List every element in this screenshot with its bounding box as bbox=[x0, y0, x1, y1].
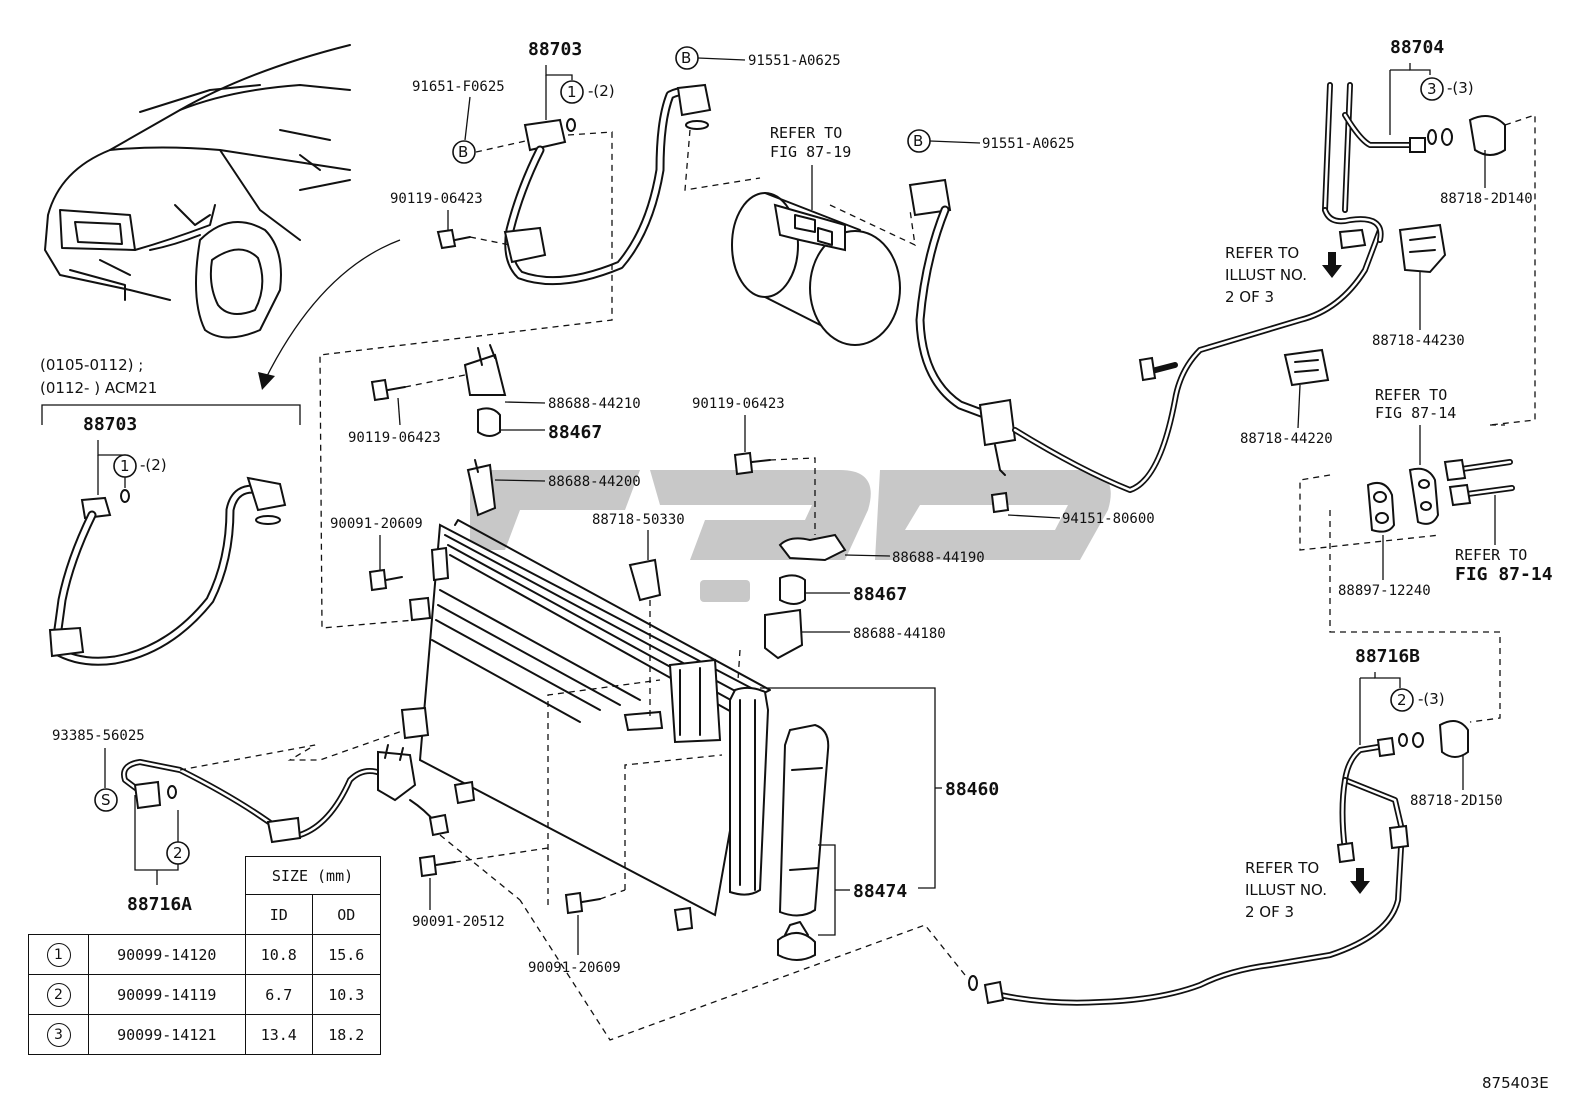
part-number: 90099-14121 bbox=[88, 1014, 246, 1055]
symbol-s bbox=[94, 788, 118, 812]
table-row: 3 90099-14121 13.4 18.2 bbox=[28, 1014, 381, 1055]
part-90119-06423-a: 90119-06423 bbox=[390, 191, 483, 207]
part-88688-44180: 88688-44180 bbox=[853, 626, 946, 642]
part-90091-20609-b: 90091-20609 bbox=[528, 960, 621, 976]
callout-88716B: 88716B bbox=[1355, 646, 1420, 667]
variant-note-line2: (0112- ) ACM21 bbox=[40, 379, 157, 397]
svg-text:2: 2 bbox=[173, 844, 183, 862]
table-row: 1 90099-14120 10.8 15.6 bbox=[28, 934, 381, 975]
part-88718-44220: 88718-44220 bbox=[1240, 431, 1333, 447]
callout-88460: 88460 bbox=[945, 779, 999, 800]
row-number: 1 bbox=[46, 942, 71, 967]
part-88688-44200: 88688-44200 bbox=[548, 474, 641, 490]
condenser-brackets: 90119-06423 88688-44210 88467 88688-4420… bbox=[330, 344, 985, 720]
id-value: 10.8 bbox=[244, 934, 313, 975]
callout-88703-inset: 88703 bbox=[83, 414, 137, 435]
part-88718-2D150: 88718-2D150 bbox=[1410, 793, 1503, 809]
part-number: 90099-14119 bbox=[88, 974, 246, 1015]
liquid-tube-88716B: 88716B 2 -(3) 88718-2D150 REFER TO ILLUS… bbox=[519, 646, 1503, 1041]
svg-text:1: 1 bbox=[120, 457, 130, 475]
part-90119-06423-b: 90119-06423 bbox=[348, 430, 441, 446]
part-88688-44190: 88688-44190 bbox=[892, 550, 985, 566]
part-90091-20609-a: 90091-20609 bbox=[330, 516, 423, 532]
svg-text:2: 2 bbox=[1397, 691, 1407, 709]
part-90119-06423-c: 90119-06423 bbox=[692, 396, 785, 412]
symbol-b bbox=[452, 140, 476, 164]
figure-code: 875403E bbox=[1482, 1074, 1549, 1092]
part-88718-44230: 88718-44230 bbox=[1372, 333, 1465, 349]
location-arrow-head bbox=[258, 372, 275, 390]
part-88718-2D140: 88718-2D140 bbox=[1440, 191, 1533, 207]
condenser-88460: 88460 bbox=[400, 519, 999, 932]
svg-text:FIG 87-14: FIG 87-14 bbox=[1375, 404, 1456, 422]
arrow-down-icon bbox=[1322, 252, 1342, 278]
seal-symbol-1 bbox=[113, 454, 137, 478]
part-91551-A0625-a: 91551-A0625 bbox=[748, 53, 841, 69]
arrow-down-icon bbox=[1350, 868, 1370, 894]
part-number: 90099-14120 bbox=[88, 934, 246, 975]
callout-88704: 88704 bbox=[1390, 37, 1444, 58]
callout-88474: 88474 bbox=[853, 881, 907, 902]
od-header: OD bbox=[312, 894, 381, 935]
svg-text:REFER TO: REFER TO bbox=[1375, 386, 1447, 404]
part-90091-20512: 90091-20512 bbox=[412, 914, 505, 930]
compressor-reference: REFER TO FIG 87-19 bbox=[731, 124, 916, 346]
svg-text:REFER TO: REFER TO bbox=[770, 124, 842, 142]
variant-note-line1: (0105-0112) ; bbox=[40, 356, 143, 374]
part-88718-50330: 88718-50330 bbox=[592, 512, 685, 528]
svg-text:REFER TO: REFER TO bbox=[1245, 859, 1319, 877]
id-value: 6.7 bbox=[244, 974, 313, 1015]
discharge-hose-88703: 88703 1 -(2) 91651-F0625 B B 91551-A0625… bbox=[319, 39, 841, 629]
svg-text:ILLUST NO.: ILLUST NO. bbox=[1245, 881, 1327, 899]
part-91551-A0625-b: 91551-A0625 bbox=[982, 136, 1075, 152]
svg-text:2 OF 3: 2 OF 3 bbox=[1225, 288, 1274, 306]
od-value: 15.6 bbox=[312, 934, 381, 975]
svg-text:S: S bbox=[101, 791, 111, 809]
size-header: SIZE (mm) bbox=[244, 856, 381, 895]
part-88897-12240: 88897-12240 bbox=[1338, 583, 1431, 599]
expansion-valve-block: REFER TO FIG 87-14 88897-12240 REFER TO … bbox=[1299, 386, 1553, 723]
bottom-bolts: 90091-20512 90091-20609 bbox=[412, 834, 626, 976]
qty-note: -(2) bbox=[140, 456, 167, 474]
svg-text:ILLUST NO.: ILLUST NO. bbox=[1225, 266, 1307, 284]
svg-text:-(3): -(3) bbox=[1447, 79, 1474, 97]
vehicle-location-sketch bbox=[44, 44, 351, 339]
desiccant-88474: 88474 bbox=[777, 723, 907, 961]
svg-text:FIG 87-14: FIG 87-14 bbox=[1455, 564, 1553, 585]
svg-text:B: B bbox=[913, 132, 923, 150]
id-header: ID bbox=[244, 894, 313, 935]
inset-88703-variant: (0105-0112) ; (0112- ) ACM21 88703 1 -(2… bbox=[40, 356, 301, 666]
od-value: 18.2 bbox=[312, 1014, 381, 1055]
callout-88703: 88703 bbox=[528, 39, 582, 60]
part-94151-80600: 94151-80600 bbox=[1062, 511, 1155, 527]
svg-text:B: B bbox=[458, 143, 468, 161]
svg-text:1: 1 bbox=[567, 83, 577, 101]
callout-88467-b: 88467 bbox=[853, 584, 907, 605]
callout-88467-a: 88467 bbox=[548, 422, 602, 443]
table-row: 2 90099-14119 6.7 10.3 bbox=[28, 974, 381, 1015]
suction-hose: B 91551-A0625 94151-80600 bbox=[907, 129, 1383, 527]
svg-text:B: B bbox=[681, 49, 691, 67]
suction-tube-88704: 88704 3 -(3) 88718-2D140 REFER TO ILLUST… bbox=[1225, 37, 1536, 447]
row-number: 2 bbox=[46, 982, 71, 1007]
svg-text:2 OF 3: 2 OF 3 bbox=[1245, 903, 1294, 921]
svg-text:3: 3 bbox=[1427, 80, 1437, 98]
svg-text:REFER TO: REFER TO bbox=[1455, 546, 1527, 564]
svg-text:REFER TO: REFER TO bbox=[1225, 244, 1299, 262]
part-93385-56025: 93385-56025 bbox=[52, 728, 145, 744]
id-value: 13.4 bbox=[244, 1014, 313, 1055]
svg-text:-(3): -(3) bbox=[1418, 690, 1445, 708]
part-91651-F0625: 91651-F0625 bbox=[412, 79, 505, 95]
od-value: 10.3 bbox=[312, 974, 381, 1015]
svg-text:FIG 87-19: FIG 87-19 bbox=[770, 143, 851, 161]
location-arrow bbox=[264, 239, 401, 381]
svg-text:-(2): -(2) bbox=[588, 82, 615, 100]
row-number: 3 bbox=[46, 1022, 71, 1047]
o-ring-size-table: SIZE (mm) ID OD 1 90099-14120 10.8 15.6 … bbox=[28, 856, 381, 1055]
part-88688-44210: 88688-44210 bbox=[548, 396, 641, 412]
